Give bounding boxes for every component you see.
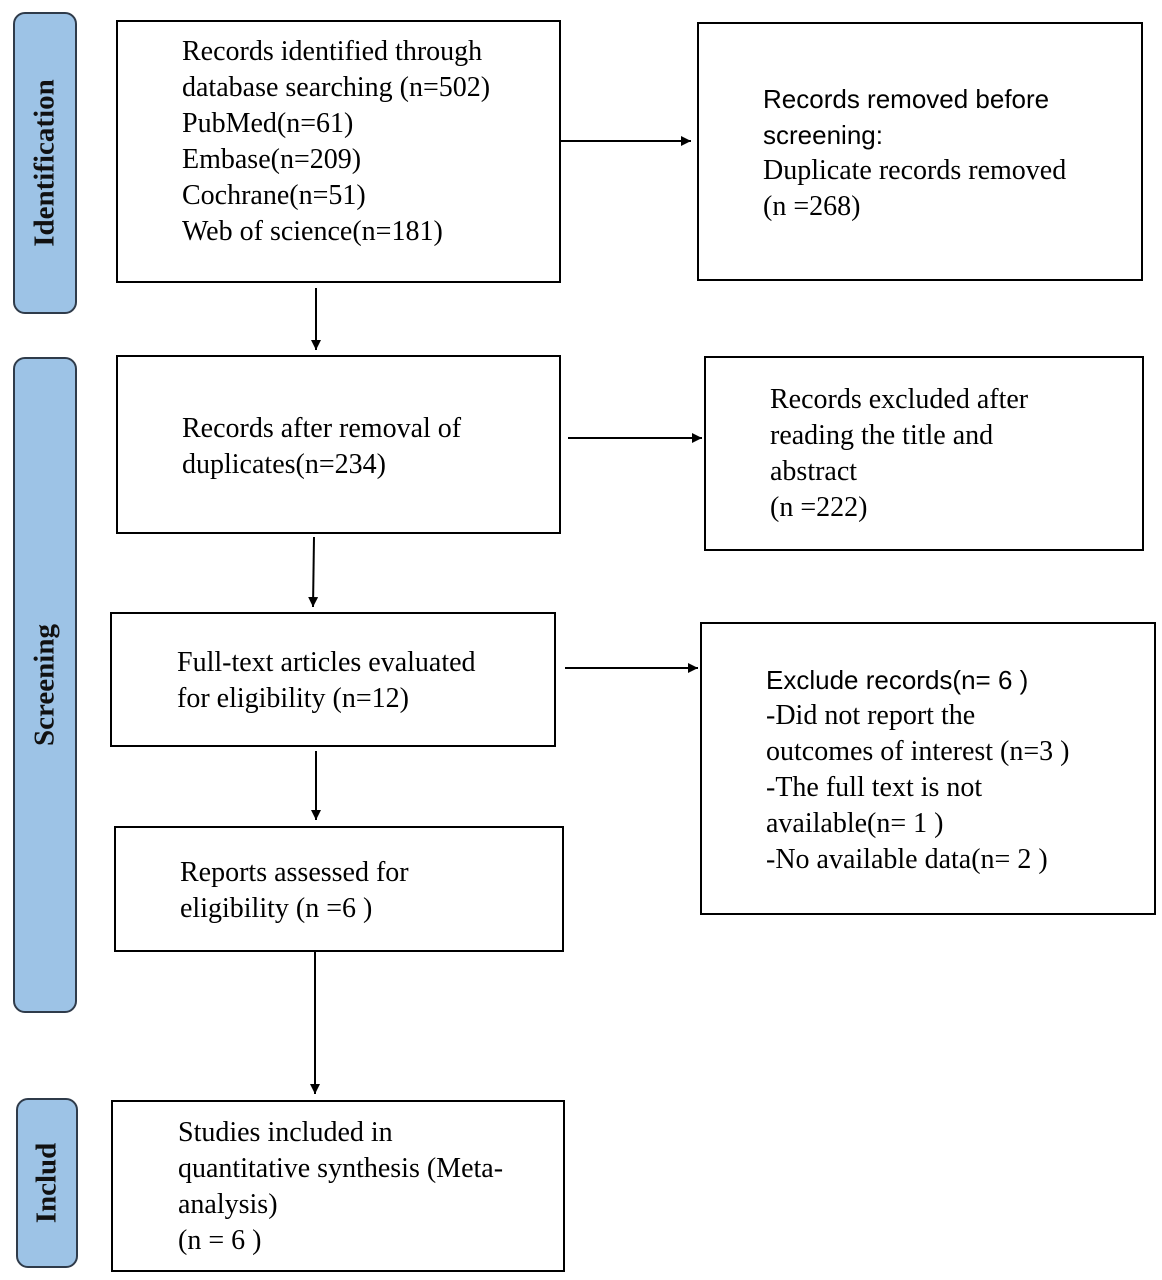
phase-included: Includ (16, 1098, 78, 1268)
records-removed-line: Duplicate records removed (763, 155, 1067, 186)
records-removed-line: screening: (763, 120, 883, 150)
excluded-full-text-line: outcomes of interest (n=3 ) (766, 736, 1070, 767)
records-after-duplicates-box (116, 355, 561, 534)
records-identified-line: Records identified through (182, 36, 483, 67)
studies-included-text: Studies included in quantitative synthes… (178, 1115, 503, 1259)
records-identified-text: Records identified through database sear… (182, 34, 490, 250)
excluded-full-text-line: -The full text is not (766, 772, 983, 803)
records-excluded-title-line: abstract (770, 456, 858, 487)
excluded-full-text-line: Exclude records(n= 6 ) (766, 665, 1029, 695)
phase-screening: Screening (13, 357, 77, 1013)
records-excluded-title-line: reading the title and (770, 420, 994, 451)
records-after-duplicates-line: Records after removal of (182, 413, 462, 444)
records-identified-line: Cochrane(n=51) (182, 180, 366, 211)
reports-assessed-box (114, 826, 564, 952)
records-identified-line: PubMed(n=61) (182, 108, 354, 139)
records-removed-line: Records removed before (763, 84, 1050, 114)
excluded-full-text-line: available(n= 1 ) (766, 808, 944, 839)
phase-identification: Identification (13, 12, 77, 314)
full-text-evaluated-line: Full-text articles evaluated (177, 647, 476, 678)
records-excluded-title-line: Records excluded after (770, 384, 1029, 415)
reports-assessed-line: eligibility (n =6 ) (180, 893, 373, 924)
studies-included-line: quantitative synthesis (Meta- (178, 1153, 504, 1184)
records-identified-line: database searching (n=502) (182, 72, 491, 103)
studies-included-line: Studies included in (178, 1117, 393, 1148)
full-text-evaluated-text: Full-text articles evaluated for eligibi… (177, 645, 476, 717)
records-excluded-title-line: (n =222) (770, 492, 868, 523)
excluded-full-text-line: -No available data(n= 2 ) (766, 844, 1048, 875)
records-identified-box (116, 20, 561, 283)
studies-included-line: (n = 6 ) (178, 1225, 262, 1256)
records-identified-line: Web of science(n=181) (182, 216, 443, 247)
studies-included-line: analysis) (178, 1189, 278, 1220)
records-identified-line: Embase(n=209) (182, 144, 362, 175)
reports-assessed-text: Reports assessed for eligibility (n =6 ) (180, 855, 409, 927)
records-after-duplicates-line: duplicates(n=234) (182, 449, 386, 480)
arrow-after-duplicates-to-full-text (308, 536, 319, 608)
full-text-evaluated-box (110, 612, 556, 747)
excluded-full-text-line: -Did not report the (766, 700, 976, 731)
studies-included-box (111, 1100, 565, 1272)
reports-assessed-line: Reports assessed for (180, 857, 409, 888)
excluded-full-text-box (700, 622, 1156, 915)
records-excluded-title-box (704, 356, 1144, 551)
excluded-full-text-text: Exclude records(n= 6 ) -Did not report t… (766, 662, 1070, 878)
records-removed-text: Records removed before screening: Duplic… (763, 81, 1066, 225)
records-removed-line: (n =268) (763, 191, 861, 222)
records-excluded-title-text: Records excluded after reading the title… (770, 382, 1028, 526)
full-text-evaluated-line: for eligibility (n=12) (177, 683, 409, 714)
records-after-duplicates-text: Records after removal of duplicates(n=23… (182, 411, 461, 483)
records-removed-box (697, 22, 1143, 281)
